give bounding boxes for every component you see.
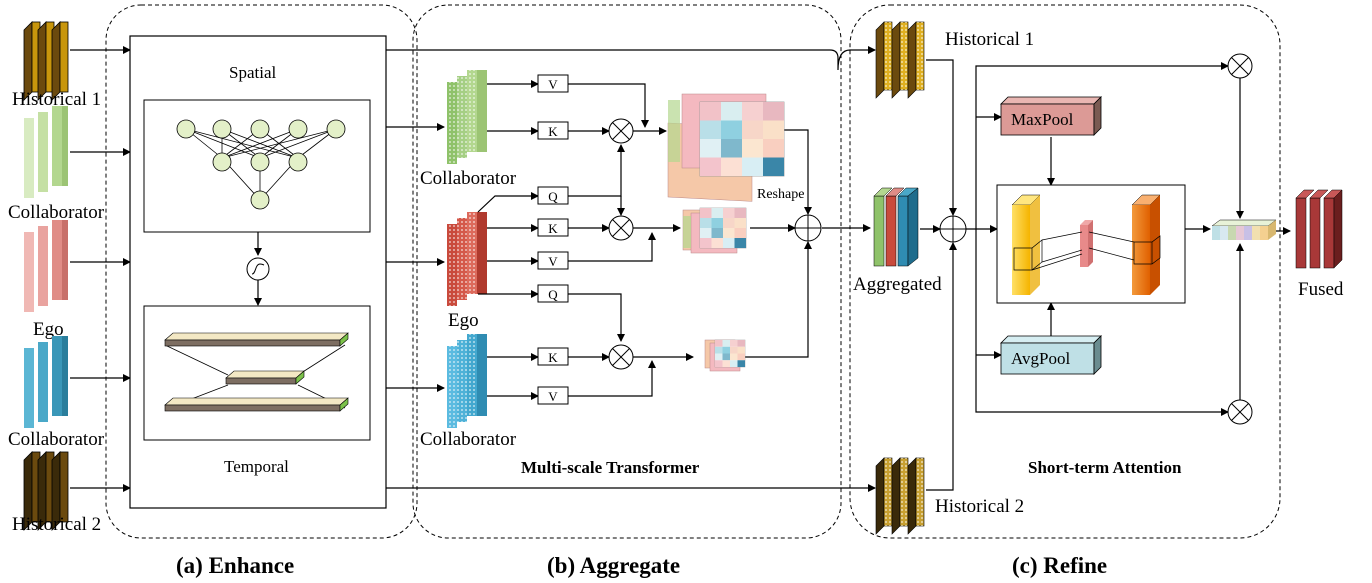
refine-historical2-label: Historical 2 <box>935 496 1024 517</box>
collaborator-top-label: Collaborator <box>8 202 105 223</box>
historical1-input-stack <box>23 21 69 101</box>
q-bottom-label: Q <box>548 287 558 302</box>
v-mid-label: V <box>548 254 558 269</box>
conv-visual <box>1011 194 1161 295</box>
maxpool-block <box>1000 96 1102 136</box>
aggregated-label: Aggregated <box>853 274 942 295</box>
refine-historical2-stack <box>875 457 925 535</box>
avgpool-label: AvgPool <box>1011 349 1070 368</box>
attention-weights-strip <box>1211 219 1277 240</box>
qkv-labels: V K Q K V Q K V <box>548 77 558 404</box>
refine-lines <box>920 59 1291 491</box>
refine-historical1-stack <box>875 21 925 99</box>
v-top-label: V <box>548 77 558 92</box>
avgpool-block <box>1000 335 1102 375</box>
reshape-label: Reshape <box>757 187 804 202</box>
historical1-label: Historical 1 <box>12 89 101 110</box>
refine-caption: (c) Refine <box>1012 553 1107 578</box>
short-term-attention-title: Short-term Attention <box>1028 458 1182 477</box>
enhance-panel <box>105 4 418 539</box>
attention-heatmap-medium <box>682 207 747 254</box>
aggregate-caption: (b) Aggregate <box>547 553 680 578</box>
agg-ego-label: Ego <box>448 310 479 331</box>
k-top-label: K <box>548 124 558 139</box>
spatial-graph <box>176 119 346 210</box>
multiply-icons <box>608 118 634 370</box>
q-top-label: Q <box>548 189 558 204</box>
temporal-label: Temporal <box>224 457 289 476</box>
historical2-input-stack <box>23 451 69 531</box>
k-bottom-label: K <box>548 350 558 365</box>
maxpool-label: MaxPool <box>1011 110 1074 129</box>
spatial-label: Spatial <box>229 63 276 82</box>
enhance-input-arrows <box>70 46 131 492</box>
refine-multiply-icons <box>1227 53 1253 425</box>
multiscale-transformer-title: Multi-scale Transformer <box>521 458 700 477</box>
historical2-label: Historical 2 <box>12 514 101 535</box>
refine-panel <box>849 4 1281 539</box>
aggregated-stack <box>873 187 919 267</box>
collaborator-bottom-input-stack <box>24 336 68 428</box>
collaborator-top-input-stack <box>24 106 68 198</box>
agg-ego-stack <box>447 212 487 306</box>
collaborator-bottom-label: Collaborator <box>8 429 105 450</box>
attention-heatmap-small <box>704 339 746 372</box>
ego-input-stack <box>24 220 68 312</box>
aggregate-add-icon <box>794 214 822 242</box>
temporal-hourglass <box>164 332 349 412</box>
agg-collaborator-top-label: Collaborator <box>420 168 517 189</box>
attention-heatmap-large <box>667 93 785 202</box>
aggregate-panel <box>412 4 842 539</box>
refine-historical1-label: Historical 1 <box>945 29 1034 50</box>
fused-label: Fused <box>1298 279 1344 300</box>
sigmoid-icon <box>246 257 270 281</box>
enhance-caption: (a) Enhance <box>176 553 294 578</box>
agg-collaborator-bottom-label: Collaborator <box>420 429 517 450</box>
agg-collaborator-top-stack <box>447 70 487 164</box>
v-bottom-label: V <box>548 389 558 404</box>
temporal-box <box>143 305 371 441</box>
qkv-lines <box>477 80 871 400</box>
fused-output-stack <box>1295 189 1343 269</box>
agg-collaborator-bottom-stack <box>447 334 487 428</box>
cross-panel-arrows <box>386 46 876 492</box>
qkv-boxes <box>537 74 569 405</box>
refine-add-icon <box>939 215 967 243</box>
k-mid-label: K <box>548 221 558 236</box>
ego-label: Ego <box>33 319 64 340</box>
